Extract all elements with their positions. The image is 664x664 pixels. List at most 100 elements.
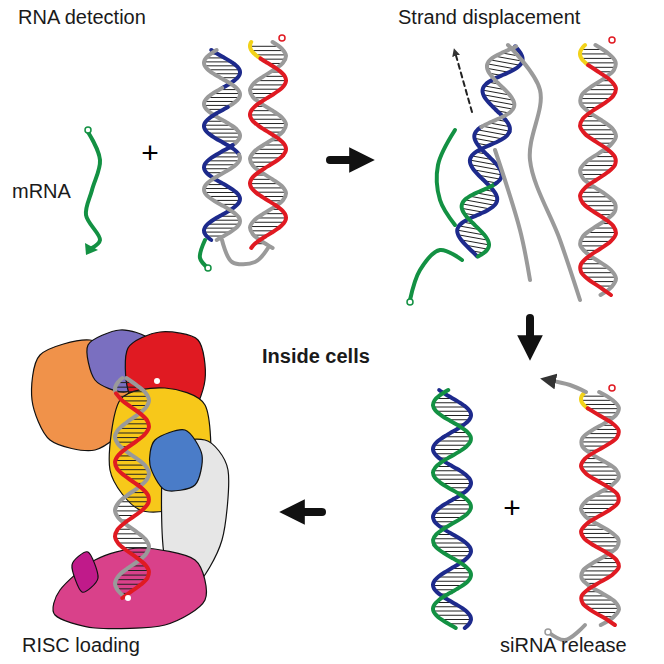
base-pair (581, 466, 613, 467)
base-pair (581, 575, 612, 576)
base-pair (583, 504, 617, 505)
strand (580, 45, 616, 295)
base-pair (436, 547, 470, 548)
base-pair (208, 224, 240, 225)
base-pair (587, 161, 616, 162)
strand-end (407, 299, 413, 305)
strand (581, 408, 619, 625)
base-pair (205, 101, 236, 102)
step-arrow (526, 318, 534, 348)
base-pair (581, 441, 612, 442)
base-pair (583, 437, 617, 438)
base-pair (433, 611, 466, 612)
strand (481, 46, 516, 126)
base-pair (585, 277, 615, 278)
base-pair (208, 160, 240, 161)
base-pair (442, 619, 471, 620)
strand-end (609, 385, 615, 391)
base-pair (433, 517, 462, 518)
base-pair (581, 400, 613, 401)
base-pair (118, 469, 148, 470)
base-pair (581, 272, 613, 273)
base-pair (208, 196, 239, 197)
strand (581, 392, 588, 408)
base-pair (436, 479, 470, 480)
base-pair (118, 396, 148, 397)
base-pair (580, 125, 609, 126)
strand (250, 155, 286, 248)
strand-tail (508, 45, 580, 300)
strand (433, 509, 471, 628)
base-pair (583, 604, 617, 605)
base-pair (436, 615, 470, 616)
base-pair (205, 65, 237, 66)
double-helix (581, 392, 619, 625)
base-pair (257, 149, 286, 150)
protein-blob (150, 430, 203, 491)
double-helix (580, 45, 616, 295)
strand-tail (200, 240, 208, 268)
base-pair (205, 228, 236, 229)
base-pair (465, 200, 495, 205)
double-helix (204, 50, 240, 240)
base-pair (252, 119, 284, 120)
base-pair (208, 97, 240, 98)
base-pair (442, 551, 471, 552)
dashed-arrow (455, 52, 472, 112)
plus-sign: + (503, 491, 521, 524)
base-pair (587, 89, 616, 90)
base-pair (581, 600, 613, 601)
strand-end (85, 127, 91, 133)
strand (204, 155, 240, 241)
base-pair (588, 608, 619, 609)
base-pair (115, 465, 144, 466)
base-pair (115, 584, 141, 585)
base-pair (587, 566, 619, 567)
base-pair (583, 165, 615, 166)
strand (250, 42, 286, 248)
base-pair (116, 433, 146, 434)
base-pair (583, 94, 615, 95)
strand (250, 58, 286, 155)
base-pair (585, 134, 615, 135)
plus-sign: + (141, 136, 159, 169)
strand-end (279, 35, 285, 41)
base-pair (580, 170, 610, 171)
base-pair (482, 126, 509, 131)
base-pair (588, 541, 619, 542)
base-pair (433, 449, 462, 450)
step-arrow (292, 508, 322, 516)
base-pair (475, 134, 503, 139)
strand-end (609, 37, 615, 43)
base-pair (433, 585, 462, 586)
base-pair (252, 50, 284, 51)
base-pair (115, 510, 141, 511)
base-pair (208, 69, 239, 70)
base-pair (250, 89, 280, 90)
base-pair (442, 483, 471, 484)
base-pair (477, 130, 507, 135)
protein-blob (53, 548, 206, 629)
base-pair (588, 408, 619, 409)
base-pair (252, 84, 284, 85)
base-pair (119, 575, 148, 576)
base-pair (580, 53, 609, 54)
strand (204, 50, 240, 107)
strand (433, 545, 471, 628)
strand (204, 145, 240, 240)
panel-title: RISC loading (22, 634, 140, 656)
strand-tail (222, 240, 268, 264)
center-title: Inside cells (262, 345, 370, 367)
base-pair (115, 391, 144, 392)
strand-tail (437, 130, 455, 225)
base-pair (115, 437, 141, 438)
base-pair (250, 46, 279, 47)
base-pair (438, 509, 471, 510)
strand (250, 42, 260, 58)
molecule-label: mRNA (12, 180, 71, 202)
strand (580, 45, 588, 65)
base-pair (256, 192, 286, 193)
base-pair (123, 547, 149, 548)
base-pair (587, 433, 619, 434)
